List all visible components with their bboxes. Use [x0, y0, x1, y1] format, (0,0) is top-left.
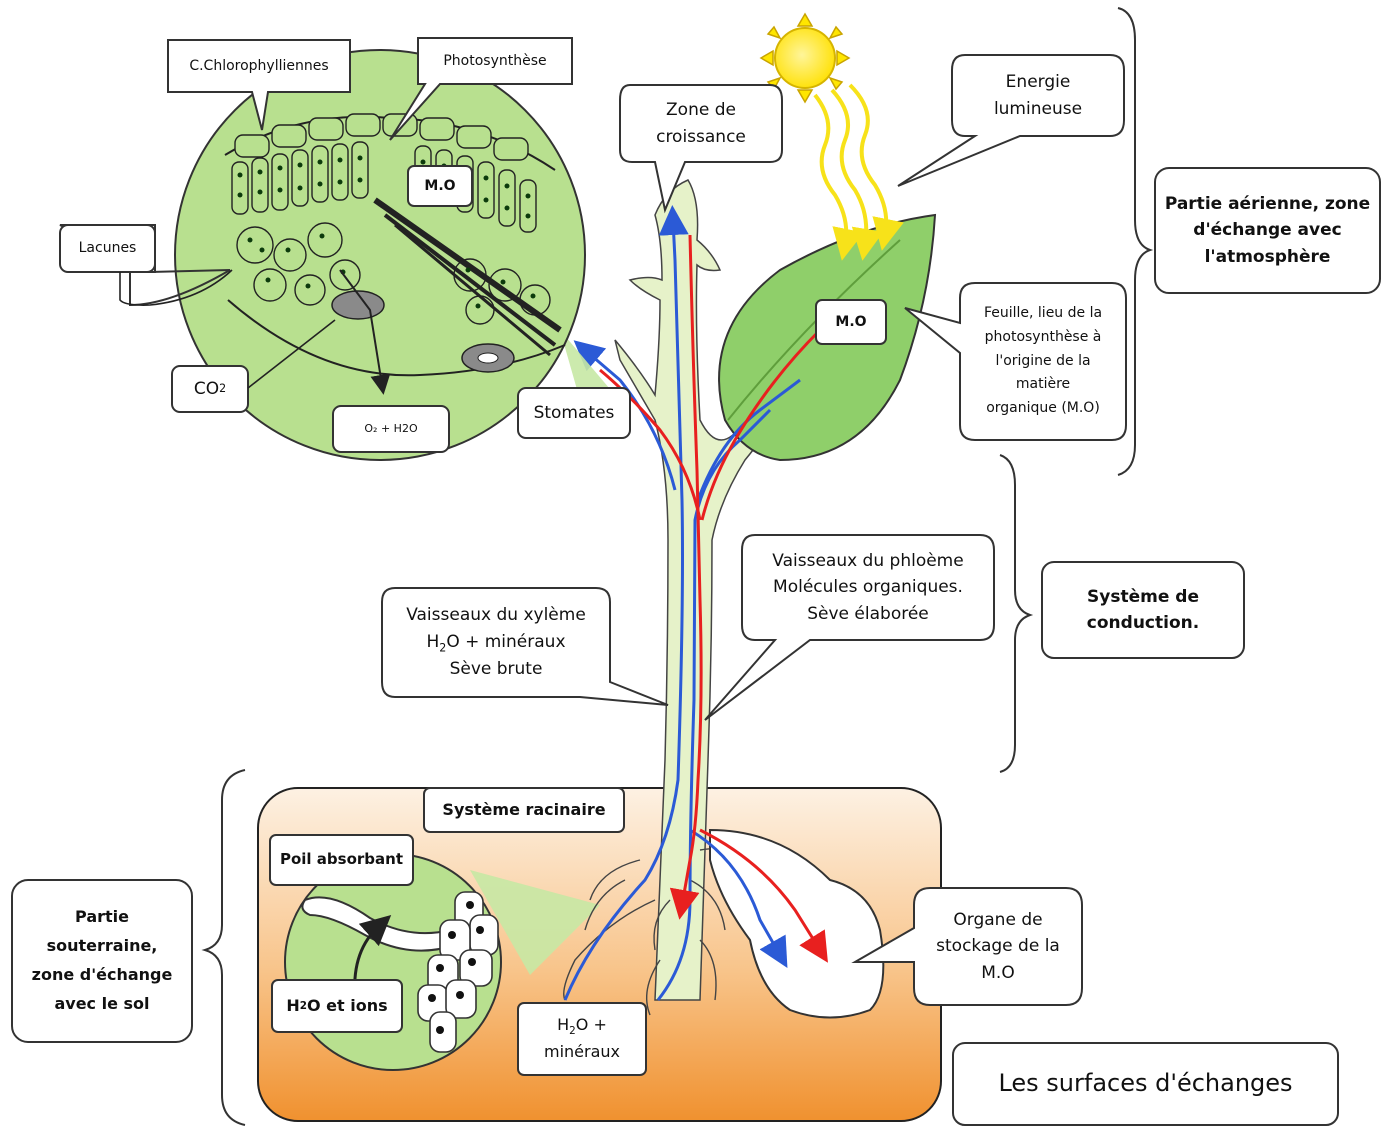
label-partie-souterraine: Partie souterraine, zone d'échange avec … — [31, 907, 173, 1013]
root-cell-nuclei — [428, 901, 484, 1034]
label-stomates: Stomates — [533, 402, 615, 423]
phloem-vessels — [599, 234, 828, 963]
label-partie-aerienne: Partie aérienne, zone d'échange avec l'a… — [1164, 193, 1371, 267]
label-feuille: Feuille, lieu de la photosynthèse à l'or… — [983, 305, 1103, 417]
label-mo-zoom: M.O — [424, 177, 456, 194]
callouts — [11, 37, 1381, 1126]
storage-organ — [709, 828, 885, 1019]
leaf-zoom-wedge — [560, 330, 615, 400]
label-lacunes: Lacunes — [78, 240, 137, 256]
label-xyleme: Vaisseaux du xylème H2O + minéraux Sève … — [406, 605, 586, 680]
label-h2o-mineraux: H2O + minéraux — [543, 1015, 620, 1061]
leaf-midrib — [727, 239, 901, 421]
stem — [614, 179, 801, 1001]
label-chlorophylliennes: C.Chlorophylliennes — [189, 57, 329, 74]
label-organe-stockage: Organe de stockage de la M.O — [936, 909, 1060, 983]
gas-arrow-in — [339, 269, 391, 395]
label-systeme-racinaire: Système racinaire — [442, 799, 606, 819]
label-photosynthese: Photosynthèse — [443, 52, 547, 69]
root-zoom-wedge — [470, 870, 600, 975]
leader-lines — [119, 269, 336, 389]
label-zone-croissance: Zone de croissance — [656, 100, 746, 147]
braces — [201, 7, 1154, 1126]
diagram-title: Les surfaces d'échanges — [998, 1069, 1293, 1098]
label-phloeme: Vaisseaux du phloème Molécules organique… — [772, 550, 964, 624]
sun-icon — [759, 12, 851, 104]
label-energie-lumineuse: Energie lumineuse — [993, 72, 1083, 119]
label-systeme-conduction: Système de conduction. — [1086, 586, 1200, 633]
label-poil-absorbant: Poil absorbant — [279, 850, 403, 869]
label-o2-h2o: O₂ + H2O — [364, 422, 418, 436]
light-rays — [813, 83, 904, 261]
xylem-vessels — [563, 205, 801, 1001]
label-mo-leaf: M.O — [835, 313, 867, 330]
